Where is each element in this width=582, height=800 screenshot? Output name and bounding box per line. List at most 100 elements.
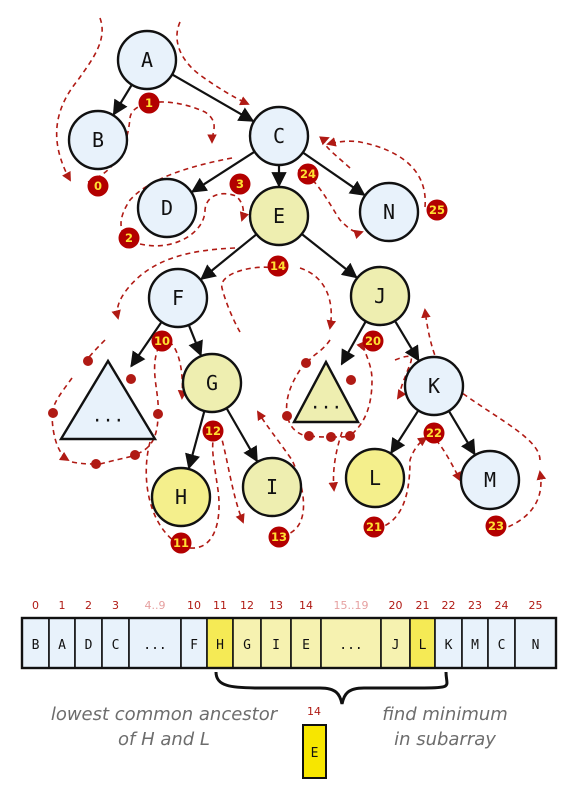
badge-label: 1	[145, 96, 153, 110]
node-F: F	[147, 267, 209, 329]
tree-edge-K-L	[390, 409, 420, 455]
node-label: E	[273, 204, 285, 228]
tree-edge-K-M	[447, 410, 476, 456]
tree-edge-E-F	[200, 233, 258, 281]
node-C: C	[248, 105, 310, 167]
node-N: N	[358, 181, 420, 243]
node-label: F	[172, 286, 184, 310]
visit-dot	[91, 459, 101, 469]
step-badge-0: 0	[87, 175, 109, 197]
array-cell	[461, 617, 489, 669]
array-cell-value: ...	[143, 638, 166, 653]
node-label: J	[374, 284, 386, 308]
array-index: 12	[240, 599, 254, 612]
array-cell-value: D	[85, 638, 93, 653]
node-label: G	[206, 371, 218, 395]
subtree-visit-dots	[48, 356, 356, 469]
node-label: I	[266, 475, 278, 499]
euler-tour-path	[51, 17, 547, 549]
badge-circle	[151, 330, 173, 352]
array-cell-value: I	[272, 638, 280, 653]
node-circle	[181, 352, 243, 414]
subtree-triangle	[58, 358, 158, 441]
badge-circle	[297, 163, 319, 185]
subtree-label: ...	[310, 393, 343, 414]
array-index: 14	[299, 599, 313, 612]
badge-circle	[138, 92, 160, 114]
result-cell	[302, 724, 327, 779]
result-value: E	[311, 746, 319, 761]
array-index: 22	[442, 599, 456, 612]
badge-label: 21	[366, 520, 382, 534]
node-D: D	[136, 177, 198, 239]
badge-label: 11	[173, 536, 189, 550]
badge-label: 2	[125, 231, 133, 245]
array-cell-value: J	[392, 638, 400, 653]
tree-edge-G-H	[185, 410, 206, 470]
badge-label: 3	[236, 177, 244, 191]
node-circle	[403, 355, 465, 417]
caption-left-line1: lowest common ancestor	[51, 704, 279, 725]
array-index: 3	[112, 599, 119, 612]
array-cell	[320, 617, 382, 669]
badge-label: 24	[300, 167, 316, 181]
array-index: 1	[59, 599, 66, 612]
node-circle	[241, 456, 303, 518]
visit-dot	[326, 432, 336, 442]
node-L: L	[344, 447, 406, 509]
array-cell-value: C	[498, 638, 506, 653]
visit-dot	[304, 431, 314, 441]
visit-dot	[83, 356, 93, 366]
subarray-brace	[214, 671, 449, 705]
array-index: 11	[213, 599, 227, 612]
badge-label: 23	[488, 519, 504, 533]
badge-circle	[363, 516, 385, 538]
node-label: A	[141, 48, 153, 72]
array-cell-value: G	[243, 638, 251, 653]
array-cell	[128, 617, 182, 669]
badge-label: 12	[205, 424, 221, 438]
array-cell-value: F	[190, 638, 198, 653]
array-cell-value: C	[112, 638, 120, 653]
array-cell-value: L	[419, 638, 427, 653]
node-label: L	[369, 466, 381, 490]
node-I: I	[241, 456, 303, 518]
euler-array: B0A1D2C3...4..9F10H11G12I13E14...15..19J…	[20, 599, 558, 670]
subtree-triangles: ......	[58, 358, 360, 441]
node-circle	[150, 466, 212, 528]
array-cell	[101, 617, 130, 669]
array-cell-value: B	[32, 638, 40, 653]
step-badge-25: 25	[426, 199, 448, 221]
array-cell	[260, 617, 292, 669]
subtree-triangle	[292, 359, 360, 424]
array-index: 24	[495, 599, 509, 612]
step-badge-23: 23	[485, 515, 507, 537]
array-cell-value: N	[532, 638, 540, 653]
array-index: 15..19	[334, 599, 369, 612]
step-badge-2: 2	[118, 227, 140, 249]
array-index: 2	[85, 599, 92, 612]
badge-circle	[423, 422, 445, 444]
step-badge-24: 24	[297, 163, 319, 185]
node-label: K	[428, 374, 440, 398]
node-label: N	[383, 200, 395, 224]
node-J: J	[349, 265, 411, 327]
tree-edge-F-G	[187, 324, 203, 357]
visit-dot	[301, 358, 311, 368]
step-badge-14: 14	[267, 255, 289, 277]
array-cell-value: E	[302, 638, 310, 653]
visit-dot	[153, 409, 163, 419]
array-index: 20	[389, 599, 403, 612]
array-index: 23	[468, 599, 482, 612]
badge-circle	[268, 526, 290, 548]
node-circle	[116, 29, 178, 91]
step-badge-11: 11	[170, 532, 192, 554]
step-badge-20: 20	[362, 330, 384, 352]
node-circle	[358, 181, 420, 243]
array-cell-value: K	[445, 638, 453, 653]
caption-right-line1: find minimum	[382, 704, 508, 725]
tree-edge-A-C	[171, 73, 255, 122]
